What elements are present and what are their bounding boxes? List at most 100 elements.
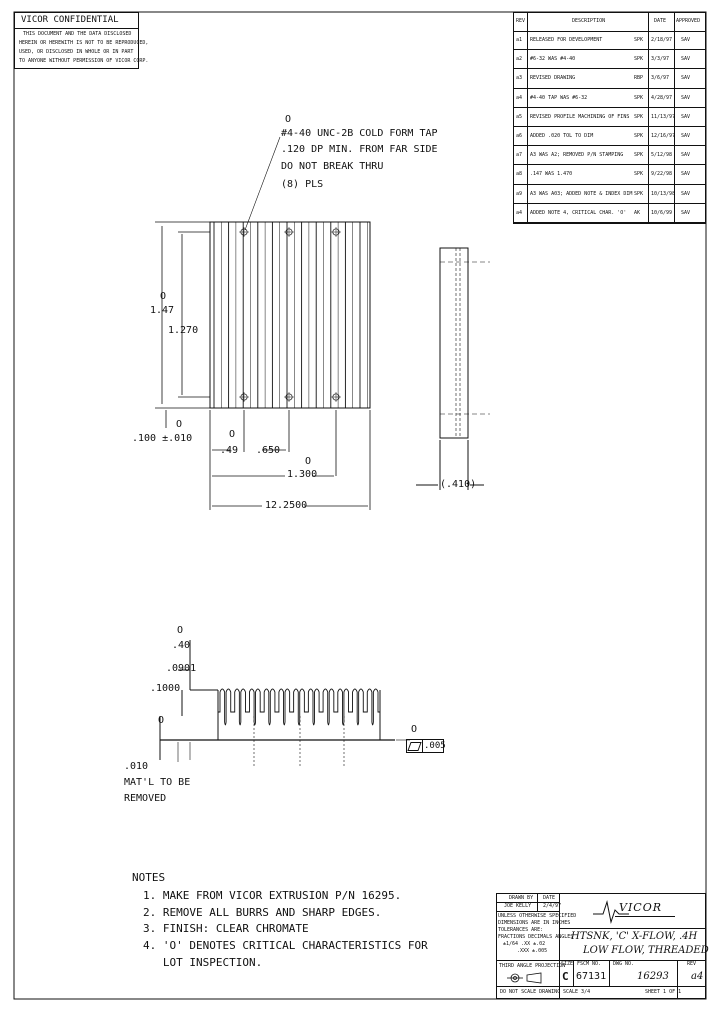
revision-by: SPK bbox=[634, 94, 644, 101]
revision-description: ADDED NOTE 4, CRITICAL CHAR. 'O' bbox=[530, 209, 627, 216]
revision-description: REVISED DRAWING bbox=[530, 75, 576, 82]
tolerance-line: UNLESS OTHERWISE SPECIFIED bbox=[498, 913, 577, 919]
tap-note-line: DO NOT BREAK THRU bbox=[281, 161, 384, 172]
revision-by: SPK bbox=[634, 37, 644, 43]
end-view bbox=[159, 640, 410, 766]
side-view bbox=[416, 247, 490, 490]
confidential-line: USED, OR DISCLOSED IN WHOLE OR IN PART bbox=[19, 49, 134, 55]
fin-height-dim: .40 bbox=[172, 640, 191, 651]
revision-date: 5/12/98 bbox=[651, 152, 673, 159]
revision-approved: SAV bbox=[681, 133, 691, 139]
revision-date: 12/16/97 bbox=[651, 133, 676, 139]
revision-approved: SAV bbox=[681, 75, 691, 82]
pitch-dim-2: .650 bbox=[256, 445, 281, 456]
revision-description: ADDED .020 TOL TO DIM bbox=[530, 133, 594, 139]
revision-by: SPK bbox=[634, 152, 644, 159]
revision-rev: a3 bbox=[516, 75, 523, 82]
tap-note-critical: O bbox=[285, 114, 292, 125]
do-not-scale: DO NOT SCALE DRAWING bbox=[500, 989, 561, 995]
revision-by: SPK bbox=[634, 56, 644, 63]
flatness-callout: .005 bbox=[406, 739, 446, 753]
size-value: C bbox=[562, 970, 569, 983]
note-item: 1. MAKE FROM VICOR EXTRUSION P/N 16295. bbox=[143, 889, 402, 902]
revision-date: 3/6/97 bbox=[651, 75, 670, 82]
revision-row: a5 REVISED PROFILE MACHINING OF FINS SPK 11… bbox=[514, 108, 705, 127]
revision-description: #6-32 WAS #4-40 bbox=[530, 56, 576, 63]
fscm-label: FSCM NO. bbox=[577, 961, 602, 967]
revision-approved: SAV bbox=[681, 56, 691, 63]
revision-by: SPK bbox=[634, 133, 644, 139]
material-note: MAT'L TO BE bbox=[124, 777, 191, 788]
revision-by: SPK bbox=[634, 171, 644, 178]
drawn-date: 2/4/97 bbox=[543, 903, 562, 909]
flatness-value: .005 bbox=[424, 741, 446, 751]
confidential-line: THIS DOCUMENT AND THE DATA DISCLOSED bbox=[23, 31, 132, 37]
revision-description: A3 WAS A2; REMOVED P/N STAMPING bbox=[530, 152, 624, 159]
notes-heading: NOTES bbox=[132, 871, 166, 884]
size-label: SIZE bbox=[561, 961, 574, 967]
tolerance-line: FRACTIONS DECIMALS ANGLES bbox=[498, 934, 574, 940]
fin-profile bbox=[218, 688, 380, 726]
revision-date: 10/13/98 bbox=[651, 190, 676, 197]
base-dim: .1000 bbox=[150, 683, 181, 694]
revision-description: .147 WAS 1.470 bbox=[530, 171, 573, 178]
revision-rev: a9 bbox=[516, 190, 523, 197]
title-block: DRAWN BY DATE JOE KELLY 2/4/97 UNLESS OT… bbox=[496, 893, 709, 999]
confidential-line: HEREIN OR HEREWITH IS NOT TO BE REPRODUC… bbox=[19, 40, 149, 46]
pitch-dim-1: .49 bbox=[220, 445, 239, 456]
note-item: 4. 'O' DENOTES CRITICAL CHARACTERISTICS … bbox=[143, 939, 428, 952]
span-critical-mark: O bbox=[305, 456, 312, 467]
tolerance-line: ±1/64 .XX ±.02 bbox=[503, 941, 546, 947]
top-view bbox=[155, 136, 371, 510]
revision-by: RBP bbox=[634, 75, 644, 82]
note-item: 2. REMOVE ALL BURRS AND SHARP EDGES. bbox=[143, 906, 382, 919]
base-critical-mark: O bbox=[158, 715, 165, 726]
revision-date: 9/22/98 bbox=[651, 171, 673, 178]
revision-rev: a4 bbox=[516, 94, 523, 101]
height-dim-outer: 1.47 bbox=[150, 305, 175, 316]
revision-description: #4-40 TAP WAS #6-32 bbox=[530, 94, 588, 101]
fin-critical-mark: O bbox=[177, 625, 184, 636]
tap-note-line: #4-40 UNC-2B COLD FORM TAP bbox=[281, 128, 438, 139]
flatness-critical-mark: O bbox=[411, 724, 418, 735]
revision-by: SPK bbox=[634, 113, 644, 120]
revision-by: AK bbox=[634, 209, 641, 216]
confidential-title: VICOR CONFIDENTIAL bbox=[21, 15, 119, 25]
fscm-value: 67131 bbox=[576, 971, 607, 982]
confidential-line: TO ANYONE WITHOUT PERMISSION OF VICOR CO… bbox=[19, 58, 149, 64]
revision-description: REVISED PROFILE MACHINING OF FINS bbox=[530, 113, 630, 120]
revision-rev: a1 bbox=[516, 37, 523, 43]
height-dim-inner: 1.270 bbox=[168, 325, 199, 336]
drawing-subtitle: LOW FLOW, THREADED bbox=[583, 945, 709, 956]
revision-by: SPK bbox=[634, 190, 644, 197]
approved-col-header: APPROVED bbox=[676, 18, 701, 24]
third-angle-projection-icon bbox=[507, 972, 542, 984]
material-note: REMOVED bbox=[124, 793, 167, 804]
projection-label: THIRD ANGLE PROJECTION bbox=[499, 963, 566, 969]
revision-rev: a5 bbox=[516, 113, 523, 120]
revision-approved: SAV bbox=[681, 94, 691, 101]
sheet-value: SHEET 1 OF 1 bbox=[645, 989, 682, 995]
revision-rev: a7 bbox=[516, 152, 523, 159]
vicor-logo-icon bbox=[593, 900, 629, 924]
date-col-header: DATE bbox=[654, 18, 667, 24]
revision-rev: a4 bbox=[516, 209, 523, 216]
drawn-by-label: DRAWN BY bbox=[509, 895, 534, 901]
dwg-no-label: DWG NO. bbox=[613, 961, 635, 967]
revision-rev: a2 bbox=[516, 56, 523, 63]
edge-critical-mark: O bbox=[176, 419, 183, 430]
tolerance-line: DIMENSIONS ARE IN INCHES bbox=[498, 920, 571, 926]
pitch-critical-mark: O bbox=[229, 429, 236, 440]
rev-col-header: REV bbox=[516, 18, 526, 24]
rev-label: REV bbox=[687, 961, 697, 967]
date-label: DATE bbox=[543, 895, 556, 901]
description-col-header: DESCRIPTION bbox=[572, 18, 606, 24]
drawing-title: HTSNK, 'C' X-FLOW, .4H bbox=[571, 931, 698, 942]
revision-date: 11/13/97 bbox=[651, 113, 676, 120]
revision-approved: SAV bbox=[681, 152, 691, 159]
revision-approved: SAV bbox=[681, 171, 691, 178]
